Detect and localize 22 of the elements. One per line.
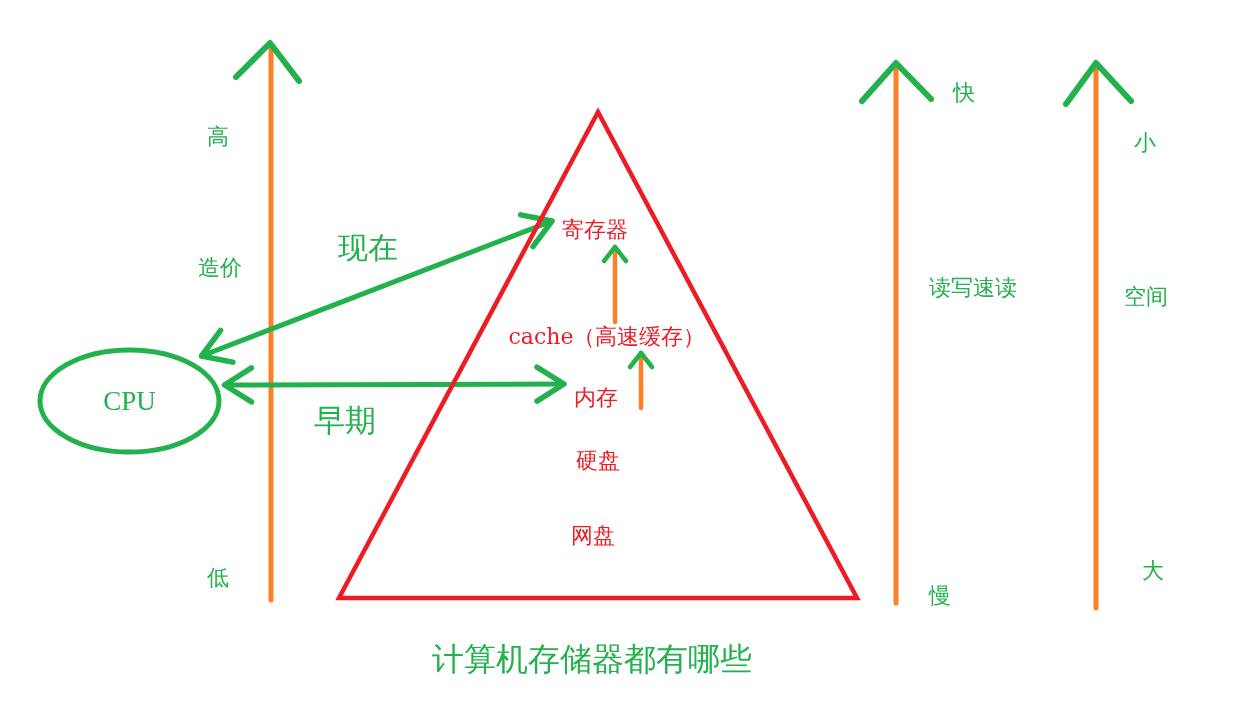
caption: 计算机存储器都有哪些 [432,640,752,678]
axis-label: 读写速读 [929,275,1017,301]
double-arrow [198,212,555,365]
axis-label: 小 [1134,130,1156,156]
ellipse-node: CPU [37,347,222,455]
arrow [627,350,655,411]
axis-label: 高 [207,124,229,150]
double-arrow [221,364,567,405]
edge-label: 早期 [314,403,376,439]
storage-label: 内存 [574,385,618,411]
axis-label: 空间 [1124,284,1168,310]
storage-label: 硬盘 [576,448,620,474]
storage-label: 网盘 [571,523,615,549]
axis-label: 大 [1142,558,1164,584]
axis-label: 低 [207,565,229,591]
storage-label: cache（高速缓存） [508,324,706,350]
arrow [601,244,629,325]
axis-label: 慢 [929,583,951,609]
storage-label: 寄存器 [562,217,628,243]
axis-label: 快 [953,80,975,106]
edge-label: 现在 [338,230,398,266]
axis-label: 造价 [198,255,242,281]
